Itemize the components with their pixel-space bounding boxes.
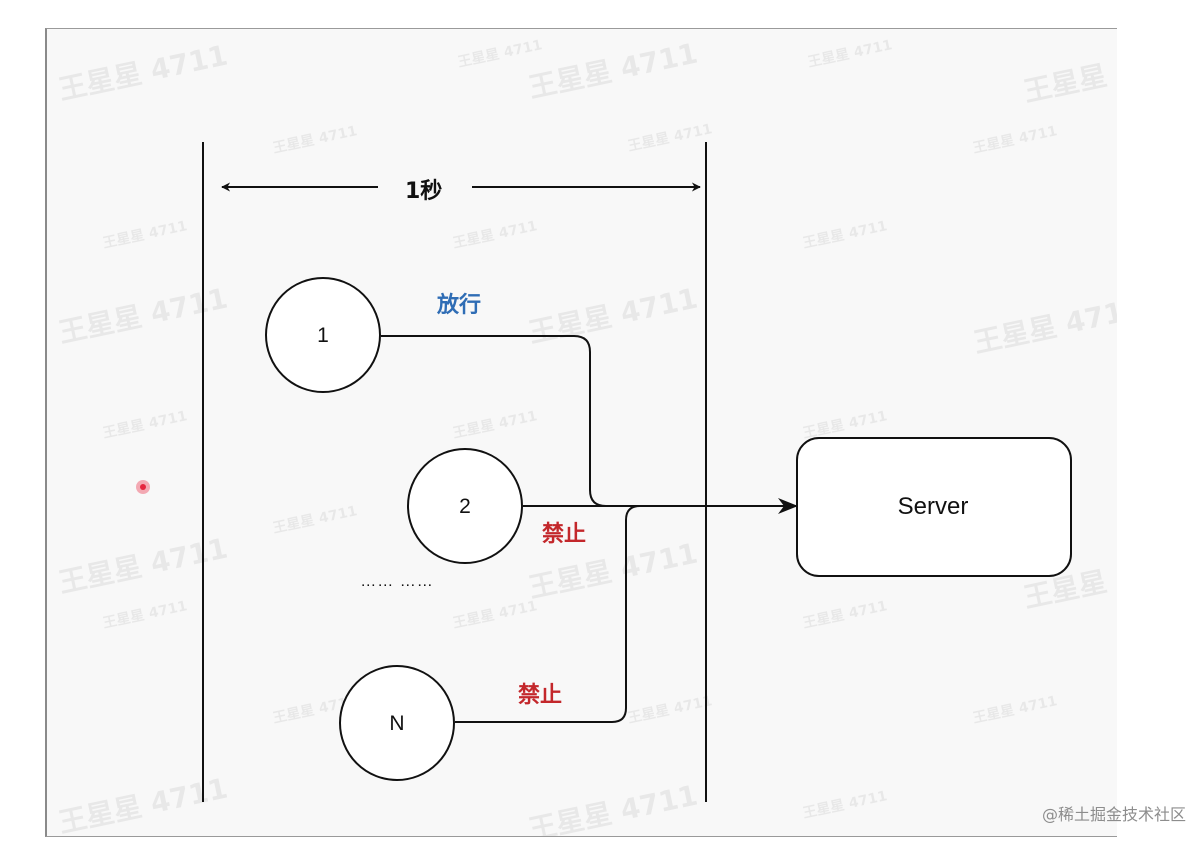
client-node-n xyxy=(339,665,455,781)
laser-pointer-dot-icon xyxy=(136,480,150,494)
deny-label-node-2: 禁止 xyxy=(542,522,587,547)
server-box xyxy=(796,437,1072,577)
node-2-label: 2 xyxy=(459,495,471,518)
node-1-label: 1 xyxy=(317,324,329,347)
node-n-label: N xyxy=(389,712,405,735)
allow-label: 放行 xyxy=(437,293,482,318)
footer-credit: @稀土掘金技术社区 xyxy=(1041,805,1186,824)
client-node-1 xyxy=(265,277,381,393)
client-node-2 xyxy=(407,448,523,564)
ellipsis-label: …… …… xyxy=(360,573,434,590)
server-label: Server xyxy=(897,493,969,520)
window-duration-label: 1秒 xyxy=(405,179,443,204)
deny-label-node-n: 禁止 xyxy=(518,683,563,708)
diagram-canvas: 王星星 4711 王星星 4711 王星星 4711 王星星 4711 王星星 … xyxy=(45,28,1117,837)
path-node-n xyxy=(455,505,780,723)
